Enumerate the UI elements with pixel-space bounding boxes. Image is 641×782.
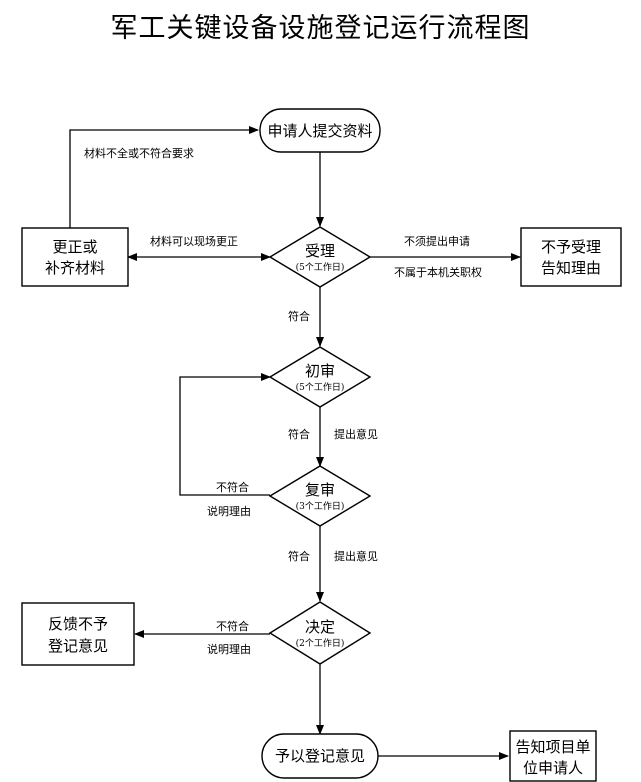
node-apply-label: 申请人提交资料 [267,122,372,140]
edge-label-explain-review: 说明理由 [207,504,251,518]
edge-label-explain-decide: 说明理由 [207,642,251,656]
node-approve [261,733,379,779]
node-decide-days: (2个工作日) [296,637,345,649]
edge-label-pass-1: 符合 [288,309,310,323]
edge-label-pass-3: 符合 [288,549,310,563]
node-reject-label-2: 告知理由 [541,259,601,277]
edge-label-fail-review: 不符合 [216,480,249,494]
node-feedback [21,602,135,666]
node-decide [268,601,372,665]
node-feedback-label-2: 登记意见 [48,637,108,655]
connectors [69,126,521,760]
page-title: 军工关键设备设施登记运行流程图 [110,13,531,44]
connector-review-prelim [179,373,271,496]
node-prelim-days: (5个工作日) [296,381,345,393]
node-prelim [268,346,372,408]
edge-label-opinion-2: 提出意见 [334,427,378,441]
node-correct-label-1: 更正或 [52,238,97,256]
node-correct-label-2: 补齐材料 [45,259,105,277]
node-feedback-label-1: 反馈不予 [48,615,108,633]
edge-label-no-apply: 不须提出申请 [404,234,470,248]
node-review-label: 复审 [305,481,335,499]
node-decide-label: 决定 [305,618,335,636]
node-apply [259,108,381,153]
node-approve-label: 予以登记意见 [275,747,365,765]
node-reject-label-1: 不予受理 [541,238,601,256]
node-review [268,465,372,527]
edge-label-pass-2: 符合 [288,427,310,441]
node-correct [21,227,129,287]
node-accept-label: 受理 [305,242,335,260]
node-notify-label-1: 告知项目单 [515,738,590,756]
edge-label-opinion-3: 提出意见 [334,549,378,563]
node-notify-label-2: 位申请人 [523,759,583,777]
edge-label-not-authority: 不属于本机关职权 [394,265,482,279]
edge-label-fail-decide: 不符合 [216,619,249,633]
node-accept [268,226,372,288]
node-accept-days: (5个工作日) [296,261,345,273]
edge-label-fix-on-site: 材料可以现场更正 [150,234,238,248]
node-reject [520,227,622,287]
node-review-days: (3个工作日) [296,500,345,512]
edge-label-incomplete: 材料不全或不符合要求 [84,146,194,160]
node-notify [509,730,597,782]
connector-resubmit [69,126,259,228]
node-prelim-label: 初审 [305,362,335,380]
